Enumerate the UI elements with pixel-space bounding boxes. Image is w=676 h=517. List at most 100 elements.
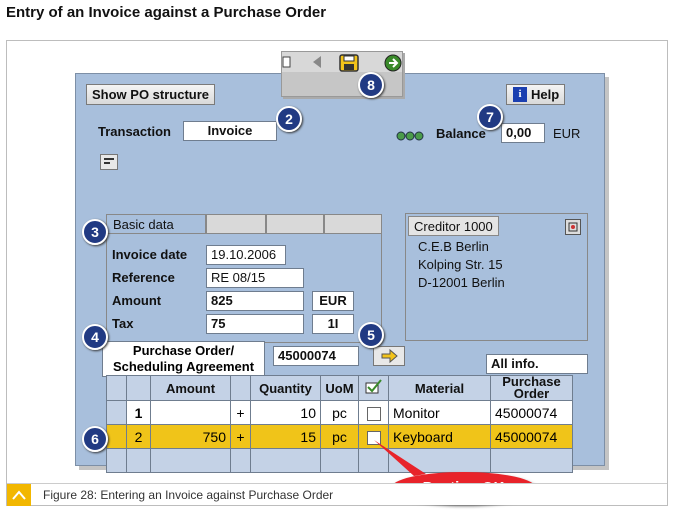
tax-label: Tax (112, 316, 134, 331)
empty-cell (250, 448, 321, 473)
empty-cell (150, 448, 231, 473)
row-material: Monitor (388, 400, 491, 425)
row-quantity[interactable]: 15 (250, 424, 321, 449)
back-icon[interactable] (310, 54, 324, 72)
caption-bar: Figure 28: Entering an Invoice against P… (7, 483, 667, 506)
callout-badge: 8 (358, 72, 384, 98)
row-number: 2 (126, 424, 151, 449)
tax-field[interactable]: 75 (206, 314, 304, 334)
row-uom[interactable]: pc (320, 424, 359, 449)
invoice-date-label: Invoice date (112, 247, 188, 262)
creditor-city: D-12001 Berlin (418, 275, 505, 290)
col-po-header: Purchase Order (490, 374, 573, 401)
col-amount-header: Amount (150, 375, 231, 401)
po-number-field[interactable]: 45000074 (273, 346, 359, 366)
table-row[interactable]: 2 750 + 15 pc Keyboard 45000074 (106, 424, 573, 449)
figure-frame: Show PO structure i Help Transaction Inv… (6, 40, 668, 506)
creditor-box: Creditor 1000 C.E.B Berlin Kolping Str. … (405, 213, 588, 341)
exit-icon[interactable] (384, 54, 402, 72)
empty-cell (320, 448, 359, 473)
amount-label: Amount (112, 293, 162, 308)
reference-label: Reference (112, 270, 175, 285)
checkmark-icon (365, 378, 382, 393)
creditor-tab: Creditor 1000 (408, 216, 499, 236)
invoice-date-field[interactable]: 19.10.2006 (206, 245, 286, 265)
empty-cell (126, 448, 151, 473)
po-label-line1: Purchase Order/ (132, 343, 235, 358)
transaction-field[interactable]: Invoice (183, 121, 277, 141)
col-check-header (358, 375, 389, 401)
callout-badge: 3 (82, 219, 108, 245)
row-amount[interactable] (150, 400, 231, 425)
tab-basic-data[interactable]: Basic data (106, 214, 206, 234)
row-po: 45000074 (490, 400, 573, 425)
empty-cell (490, 448, 573, 473)
tab-4[interactable] (324, 214, 382, 234)
tab-3[interactable] (266, 214, 324, 234)
po-reference-label-box: Purchase Order/ Scheduling Agreement (102, 341, 265, 377)
info-icon: i (513, 87, 527, 102)
balance-field: 0,00 (501, 123, 545, 143)
empty-cell (230, 448, 251, 473)
empty-cell (358, 448, 389, 473)
col-select-header (106, 375, 127, 401)
balance-currency: EUR (553, 126, 581, 141)
row-select[interactable] (106, 448, 127, 473)
posting-arrow (374, 440, 426, 476)
table-row[interactable] (106, 448, 573, 473)
col-quantity-header: Quantity (250, 375, 321, 401)
tax-code-field[interactable]: 1I (312, 314, 354, 334)
empty-cell (388, 448, 491, 473)
amount-currency-field[interactable]: EUR (312, 291, 354, 311)
reference-field[interactable]: RE 08/15 (206, 268, 304, 288)
row-sign: + (230, 424, 251, 449)
sap-toolbar: 8 (281, 51, 403, 98)
table-row[interactable]: 1 + 10 pc Monitor 45000074 (106, 400, 573, 425)
tab-2[interactable] (206, 214, 266, 234)
help-label: Help (531, 87, 560, 102)
creditor-street: Kolping Str. 15 (418, 257, 503, 272)
callout-badge: 6 (82, 426, 108, 452)
sap-window: Show PO structure i Help Transaction Inv… (75, 73, 605, 504)
amount-field[interactable]: 825 (206, 291, 304, 311)
col-uom-header: UoM (320, 375, 359, 401)
col-material-header: Material (388, 375, 491, 401)
row-amount[interactable]: 750 (150, 424, 231, 449)
save-icon[interactable] (338, 54, 360, 72)
balance-label: Balance (436, 126, 486, 141)
transaction-label: Transaction (98, 124, 171, 139)
transfer-arrow-icon[interactable] (373, 346, 405, 366)
table-header-row: Amount Quantity UoM Material Purchase Or… (106, 374, 573, 401)
page-title: Entry of an Invoice against a Purchase O… (6, 4, 327, 21)
row-sign: + (230, 400, 251, 425)
status-lights-icon (396, 128, 426, 146)
po-header-line2: Order (513, 386, 550, 401)
po-header-line1: Purchase (502, 374, 561, 389)
callout-badge: 2 (276, 106, 302, 132)
figure-caption: Figure 28: Entering an Invoice against P… (43, 488, 334, 502)
po-label-line2: Scheduling Agreement (112, 359, 255, 374)
layout-icon[interactable] (100, 154, 118, 170)
callout-badge: 5 (358, 322, 384, 348)
collapse-icon[interactable] (7, 484, 31, 506)
row-number: 1 (126, 400, 151, 425)
document-icon[interactable] (282, 54, 292, 72)
col-no-header (126, 375, 151, 401)
row-checkbox[interactable] (366, 406, 381, 421)
help-button[interactable]: i Help (506, 84, 566, 105)
row-select[interactable] (106, 400, 127, 425)
all-info-button[interactable]: All info. (486, 354, 588, 374)
row-select[interactable] (106, 424, 127, 449)
show-po-structure-button[interactable]: Show PO structure (86, 84, 216, 105)
callout-badge: 7 (477, 104, 503, 130)
row-checkbox-cell[interactable] (358, 400, 389, 425)
creditor-name: C.E.B Berlin (418, 239, 489, 254)
row-po: 45000074 (490, 424, 573, 449)
vendor-detail-icon[interactable] (565, 219, 581, 235)
items-table: Amount Quantity UoM Material Purchase Or… (106, 375, 573, 473)
row-uom[interactable]: pc (320, 400, 359, 425)
col-sign-header (230, 375, 251, 401)
row-quantity[interactable]: 10 (250, 400, 321, 425)
row-checkbox[interactable] (366, 430, 381, 445)
callout-badge: 4 (82, 324, 108, 350)
